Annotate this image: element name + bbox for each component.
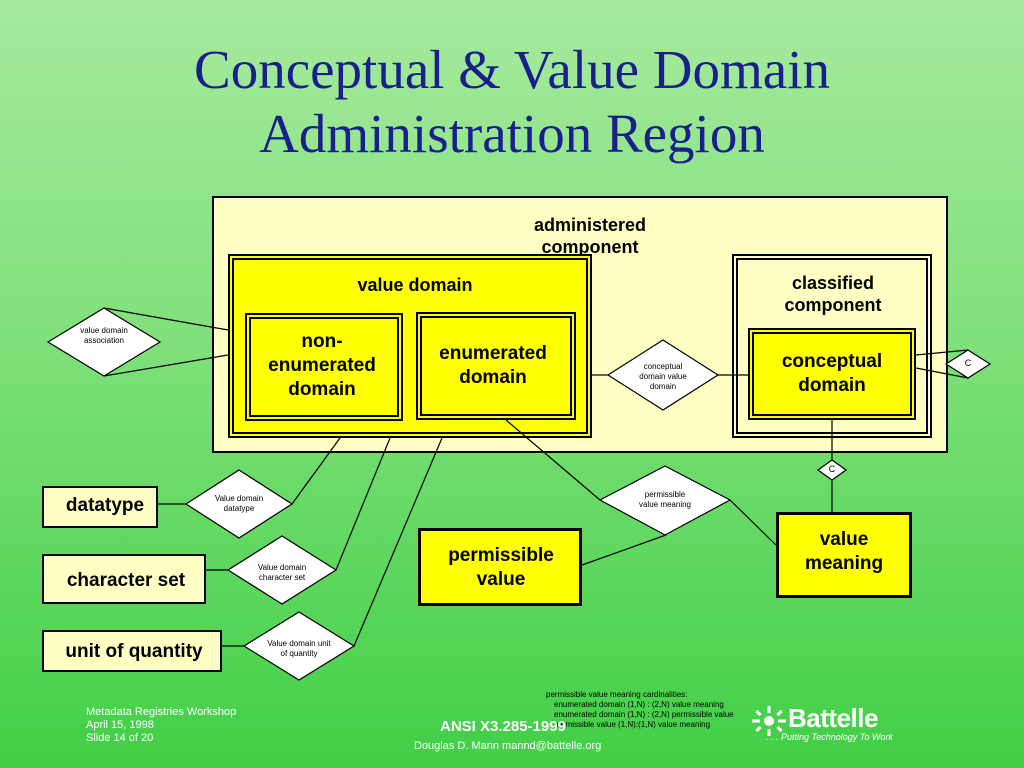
datatype-label: datatype [65, 495, 145, 516]
character-set-label: character set [66, 570, 186, 591]
cardinality-line-2: enumerated domain (1,N) : (2,N) permissi… [554, 710, 734, 719]
battelle-logo-icon [752, 706, 786, 736]
c-right-diamond [944, 349, 992, 379]
conceptual-domain-box [748, 328, 916, 420]
slide-title: Conceptual & Value Domain Administration… [0, 38, 1024, 166]
value-domain-character-set-diamond [226, 535, 338, 605]
character-set-box [42, 554, 206, 604]
conceptual-domain-label: conceptual domain [781, 351, 883, 396]
cardinality-line-3: permissible value (1,N):(1,N) value mean… [554, 720, 711, 729]
value-domain-association-label: value domain association [80, 326, 128, 345]
value-domain-datatype-diamond [184, 469, 294, 539]
datatype-box [42, 486, 158, 528]
cardinalities-heading: permissible value meaning cardinalities: [546, 690, 688, 699]
battelle-brand: Battelle [788, 703, 878, 733]
workshop-date: April 15, 1998 [86, 719, 154, 731]
value-domain-unit-of-quantity-label: Value domain unit of quantity [267, 639, 331, 658]
author-label: Douglas D. Mann mannd@battelle.org [414, 740, 602, 752]
c-below-label: C [828, 464, 836, 474]
value-domain-label: value domain [357, 275, 473, 295]
classified-component-label: classified component [784, 273, 882, 315]
cardinalities-note: permissible value meaning cardinalities:… [546, 690, 734, 730]
conceptual-domain-value-domain-label: conceptual domain value domain [639, 362, 687, 391]
value-domain-character-set-label: Value domain character set [257, 563, 307, 582]
c-right-label: C [964, 358, 972, 368]
value-meaning-label: value meaning [804, 529, 884, 574]
title-line-2: Administration Region [259, 103, 765, 164]
conceptual-domain-value-domain-diamond [606, 339, 720, 411]
permissible-value-meaning-label: permissible value meaning [638, 490, 692, 509]
value-domain-unit-of-quantity-diamond [242, 611, 356, 681]
title-line-1: Conceptual & Value Domain [194, 39, 830, 100]
enumerated-domain-box [416, 312, 576, 420]
permissible-value-meaning-diamond [598, 465, 732, 536]
c-below-diamond [816, 459, 848, 481]
non-enumerated-domain-box [245, 313, 403, 421]
value-meaning-box [776, 512, 912, 598]
permissible-value-label: permissible value [448, 545, 554, 590]
cardinality-line-1: enumerated domain (1,N) : (2,N) value me… [554, 700, 724, 709]
non-enumerated-domain-label: non-enumerated domain [268, 331, 376, 400]
value-domain-association-diamond [46, 307, 162, 377]
administered-component-label: administered component [533, 215, 647, 257]
permissible-value-box [418, 528, 582, 606]
unit-of-quantity-label: unit of quantity [65, 641, 203, 662]
value-domain-datatype-label: Value domain datatype [214, 494, 264, 513]
battelle-tagline: . . . Putting Technology To Work [766, 732, 893, 742]
slide-number: Slide 14 of 20 [86, 732, 154, 744]
standard-label: ANSI X3.285-1999 [440, 718, 566, 735]
workshop-name: Metadata Registries Workshop [86, 706, 237, 718]
footer-left: Metadata Registries Workshop April 15, 1… [86, 706, 236, 745]
unit-of-quantity-box [42, 630, 222, 672]
enumerated-domain-label: enumerated domain [439, 343, 547, 388]
